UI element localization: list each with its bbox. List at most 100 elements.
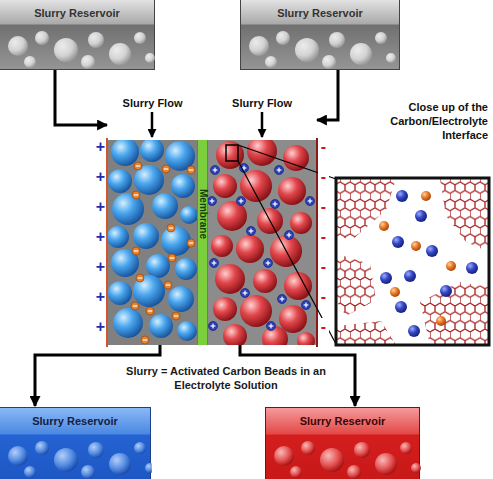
art-circle [111,140,139,166]
membrane-band: Membrane [197,140,208,345]
art-use [172,312,180,320]
art-polygon [337,179,396,240]
art-circle [283,145,309,171]
art-use [164,281,172,289]
polarity-sign: - [318,168,329,186]
art-circle [426,245,438,257]
bubble [375,453,397,475]
art-use [208,197,217,206]
art-g [337,179,488,344]
bubble [81,55,95,69]
bubble [54,448,78,472]
polarity-sign: + [95,198,106,216]
art-use [209,322,218,331]
node-text: Slurry Flow [108,96,197,110]
art-circle [415,210,427,222]
bubble [145,53,155,63]
bubble [54,38,78,62]
polarity-sign: - [318,228,329,246]
art-rect [336,178,489,345]
bubble [109,43,131,65]
art-circle [466,262,478,274]
art-use [187,239,195,247]
art-circle [446,261,456,271]
art-use [132,191,140,199]
art-polygon [420,282,488,344]
art-circle [215,264,245,294]
art-circle [278,177,306,205]
art-circle [168,286,194,312]
bubble [88,442,104,458]
polarity-sign: + [95,228,106,246]
art-circle [290,212,312,234]
polarity-sign: + [95,138,106,156]
slurry-chamber: Slurry Flow [208,96,316,345]
bubble [329,32,345,48]
art-circle [284,272,312,300]
bubble [134,32,146,44]
art-circle [421,191,431,201]
bubble [35,441,49,455]
bubble [290,466,302,478]
art-use [278,295,287,304]
art-use [167,224,175,232]
closeup-panel: Close up of the Carbon/Electrolyte Inter… [345,100,488,345]
node-text: Slurry Flow [208,96,316,110]
closeup-illustration [336,178,489,345]
art-circle [240,295,272,327]
flow-arrows [152,112,262,137]
art-use [247,227,256,236]
bubble [320,448,344,472]
art-use [264,259,273,268]
art-use [285,231,294,240]
bubble [145,463,152,473]
art-use [146,307,154,315]
art-circle [213,174,237,198]
art-use [267,322,276,331]
art-rect [208,140,316,345]
art-rect [226,145,238,161]
art-circle [140,140,164,162]
bubble [276,31,290,45]
art-circle [211,235,233,257]
art-circle [177,321,197,341]
art-circle [411,241,421,251]
art-circle [262,326,288,345]
bubble [8,36,28,56]
art-circle [133,275,165,307]
art-circle [253,269,277,293]
art-line [151,112,154,137]
art-circle [392,236,404,248]
bubble [109,453,131,475]
zoom-lines [226,145,336,344]
art-circle [149,314,173,338]
art-use [134,162,142,170]
art-circle [146,254,170,278]
art-use [237,197,246,206]
bubble [386,53,396,63]
node-text: Membrane [196,189,210,239]
bubble [295,38,319,62]
art-circle [108,226,129,248]
node-text: Slurry Reservoir [241,0,399,20]
art-circle [161,226,191,256]
bubble [411,463,421,473]
art-circle [440,285,452,297]
art-circle [236,235,264,263]
bubble [350,43,372,65]
bubble [400,442,412,454]
polarity-sign: + [95,258,106,276]
polarity-sign: + [95,288,106,306]
carbon-beads-blue [108,140,197,344]
reservoir-box: Slurry Reservoir [0,407,151,479]
bubble [375,32,387,44]
art-circle [180,206,197,224]
polarity-sign: + [95,168,106,186]
art-use [275,166,284,175]
art-circle [390,287,400,297]
bubble [322,55,336,69]
bubble [81,465,95,479]
art-line [261,112,264,137]
node-text: Slurry Reservoir [266,408,419,428]
art-line [238,161,336,344]
